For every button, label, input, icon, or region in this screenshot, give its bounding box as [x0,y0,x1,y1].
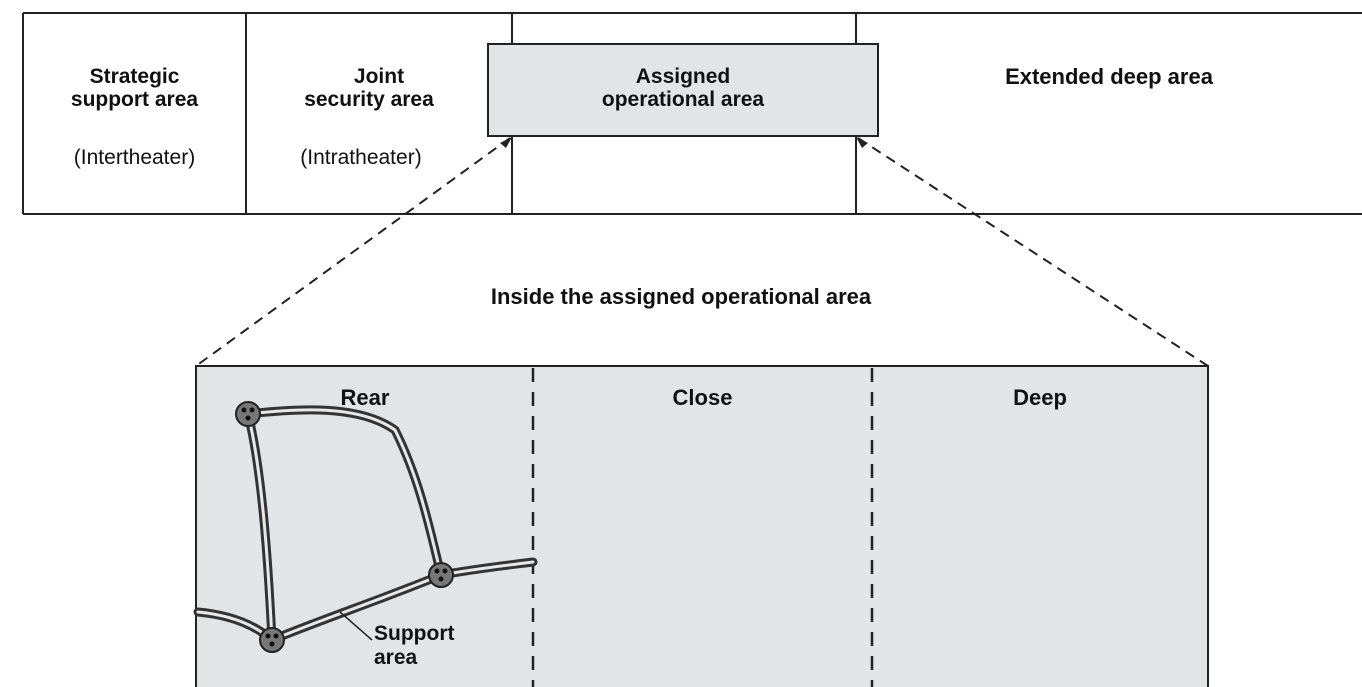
strategic-sub: (Intertheater) [73,146,196,169]
assigned-title-1: Assigned [635,65,731,88]
joint-sub: (Intratheater) [300,146,422,169]
node-top-left [235,401,261,427]
node-center [428,562,454,588]
support-leader-line [339,611,373,641]
support-label-line-1: Support [374,622,455,645]
node-bottom [259,627,285,653]
zone-deep-label: Deep [1013,385,1067,410]
strategic-title-1: Strategic [89,65,180,88]
assigned-title-2: operational area [601,88,765,111]
zone-dividers [531,368,874,687]
zone-rear-label: Rear [340,385,390,410]
joint-title-1: Joint [353,65,405,88]
zone-close-label: Close [672,385,733,410]
joint-title-2: security area [304,88,434,111]
extended-title: Extended deep area [1005,64,1213,89]
zoom-connector-lines [195,137,1209,367]
assigned-area-box [487,43,879,137]
connector-tips [500,137,868,148]
top-row-frame [22,12,1362,215]
support-area-label: Support area [374,622,454,670]
strategic-title-2: support area [70,88,199,111]
zoom-title: Inside the assigned operational area [490,284,872,309]
support-label-line-2: area [374,646,418,669]
